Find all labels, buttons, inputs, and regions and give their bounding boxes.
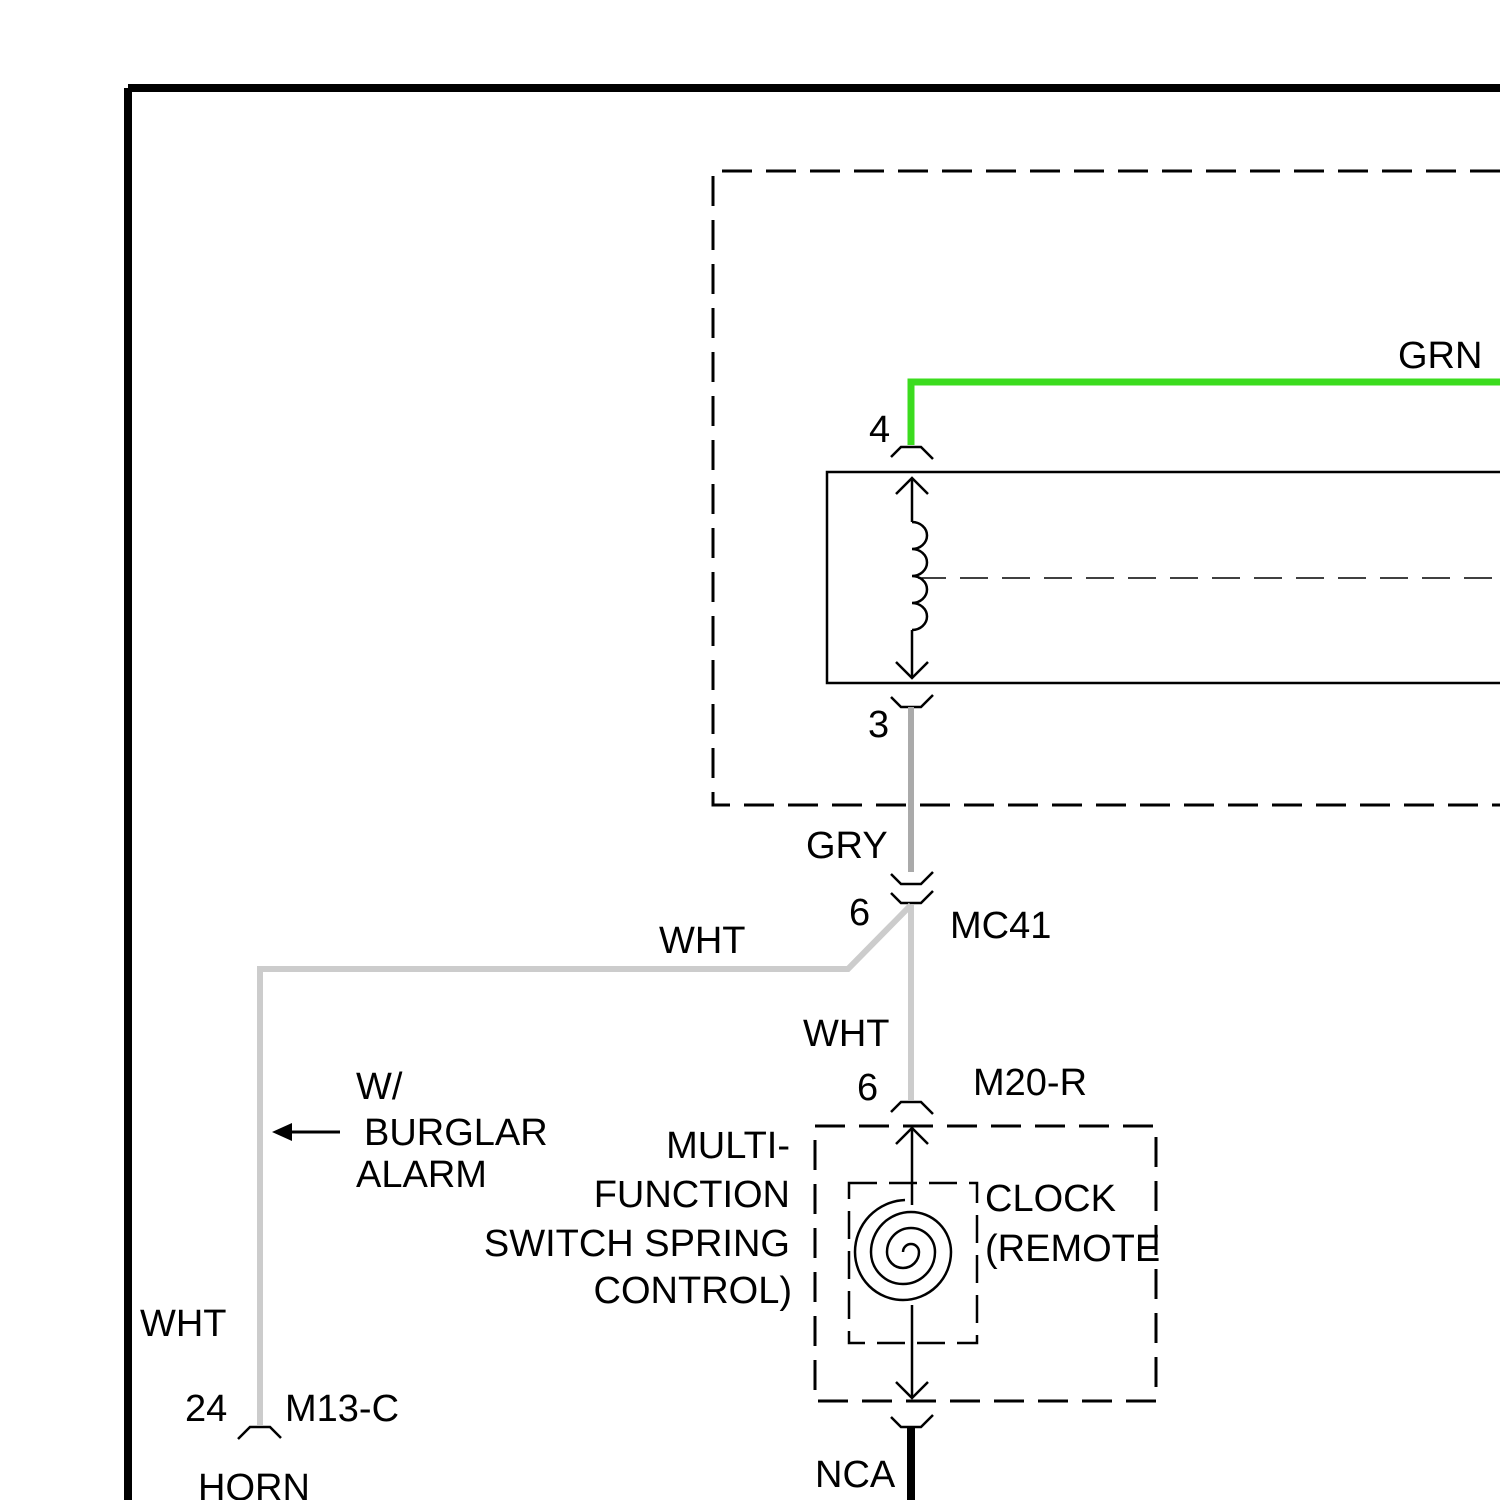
pin-label-m20r-6: 6 — [857, 1067, 878, 1109]
clock-label-line2: (REMOTE — [985, 1228, 1160, 1270]
wire-grn — [911, 382, 1500, 445]
pin-label-mc41-6: 6 — [849, 892, 870, 934]
component-label-line1: MULTI- — [666, 1125, 790, 1167]
relay-box — [827, 472, 1500, 683]
connector-label-m20r: M20-R — [973, 1062, 1087, 1104]
wire-label-grn: GRN — [1398, 335, 1482, 377]
pin-label-horn-24: 24 — [185, 1388, 227, 1430]
connector-mc41-icon — [891, 872, 933, 903]
wire-label-gry: GRY — [806, 825, 888, 867]
wire-label-nca: NCA — [815, 1454, 896, 1496]
wire-label-wht-horn: WHT — [140, 1303, 227, 1345]
connector-m13c-icon — [238, 1427, 281, 1439]
component-label-line4: CONTROL) — [594, 1270, 792, 1312]
clock-spring-arrows-icon — [896, 1128, 928, 1398]
module-enclosure-dashed — [713, 171, 1500, 805]
connector-pin-3-icon — [891, 695, 933, 707]
wire-label-wht-vertical: WHT — [803, 1013, 890, 1055]
option-note-line2: BURGLAR — [364, 1112, 548, 1154]
connector-bottom-icon — [891, 1415, 933, 1427]
connector-label-m13c: M13-C — [285, 1388, 399, 1430]
connector-m20r-icon — [891, 1102, 933, 1114]
pin-label-4: 4 — [869, 409, 890, 451]
component-label-line2: FUNCTION — [594, 1174, 790, 1216]
wire-label-wht-branch: WHT — [659, 920, 746, 962]
clock-spring-spiral-icon — [855, 1200, 951, 1300]
pin-label-3: 3 — [868, 704, 889, 746]
left-arrow-icon — [272, 1123, 340, 1141]
option-note-line3: ALARM — [356, 1154, 487, 1196]
connector-label-mc41: MC41 — [950, 905, 1051, 947]
horn-label: HORN — [198, 1467, 310, 1500]
component-label-line3: SWITCH SPRING — [484, 1223, 790, 1265]
option-note-line1: W/ — [356, 1066, 403, 1108]
clock-label-line1: CLOCK — [985, 1178, 1116, 1220]
connector-pin-4-icon — [891, 447, 933, 459]
